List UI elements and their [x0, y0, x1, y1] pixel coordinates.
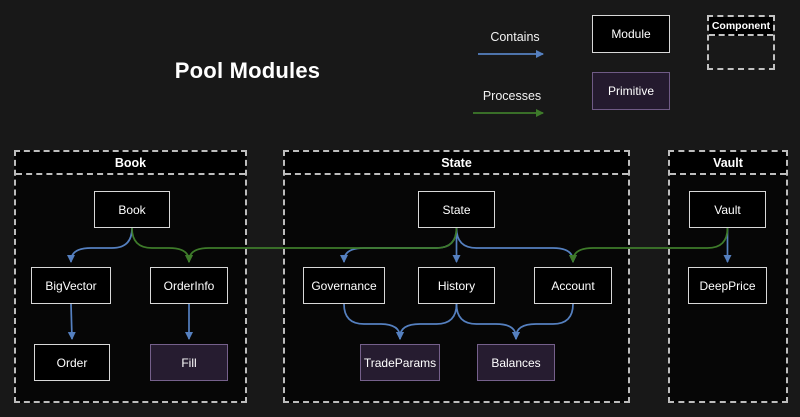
legend-primitive-label: Primitive	[607, 84, 654, 98]
container-vault-title: Vault	[670, 152, 786, 175]
page-title: Pool Modules	[174, 58, 321, 83]
node-book-node: Book	[94, 191, 170, 228]
node-account: Account	[534, 267, 612, 304]
node-orderinfo: OrderInfo	[150, 267, 228, 304]
legend-module-label: Module	[611, 27, 651, 41]
node-bigvector: BigVector	[31, 267, 111, 304]
node-vault-node: Vault	[689, 191, 766, 228]
node-deepprice: DeepPrice	[688, 267, 767, 304]
legend-component-label: Component	[709, 17, 773, 36]
legend-component-sample: Component	[707, 15, 775, 70]
node-tradeparams: TradeParams	[360, 344, 440, 381]
node-fill: Fill	[150, 344, 228, 381]
legend-module-sample: Module	[592, 15, 670, 53]
node-state-node: State	[418, 191, 495, 228]
legend-primitive-sample: Primitive	[592, 72, 670, 110]
legend-processes-label: Processes	[482, 89, 542, 103]
container-book-title: Book	[16, 152, 245, 175]
node-order: Order	[34, 344, 110, 381]
node-governance: Governance	[303, 267, 385, 304]
node-history: History	[418, 267, 495, 304]
node-balances: Balances	[477, 344, 555, 381]
container-state-title: State	[285, 152, 628, 175]
legend-contains-label: Contains	[490, 30, 540, 44]
